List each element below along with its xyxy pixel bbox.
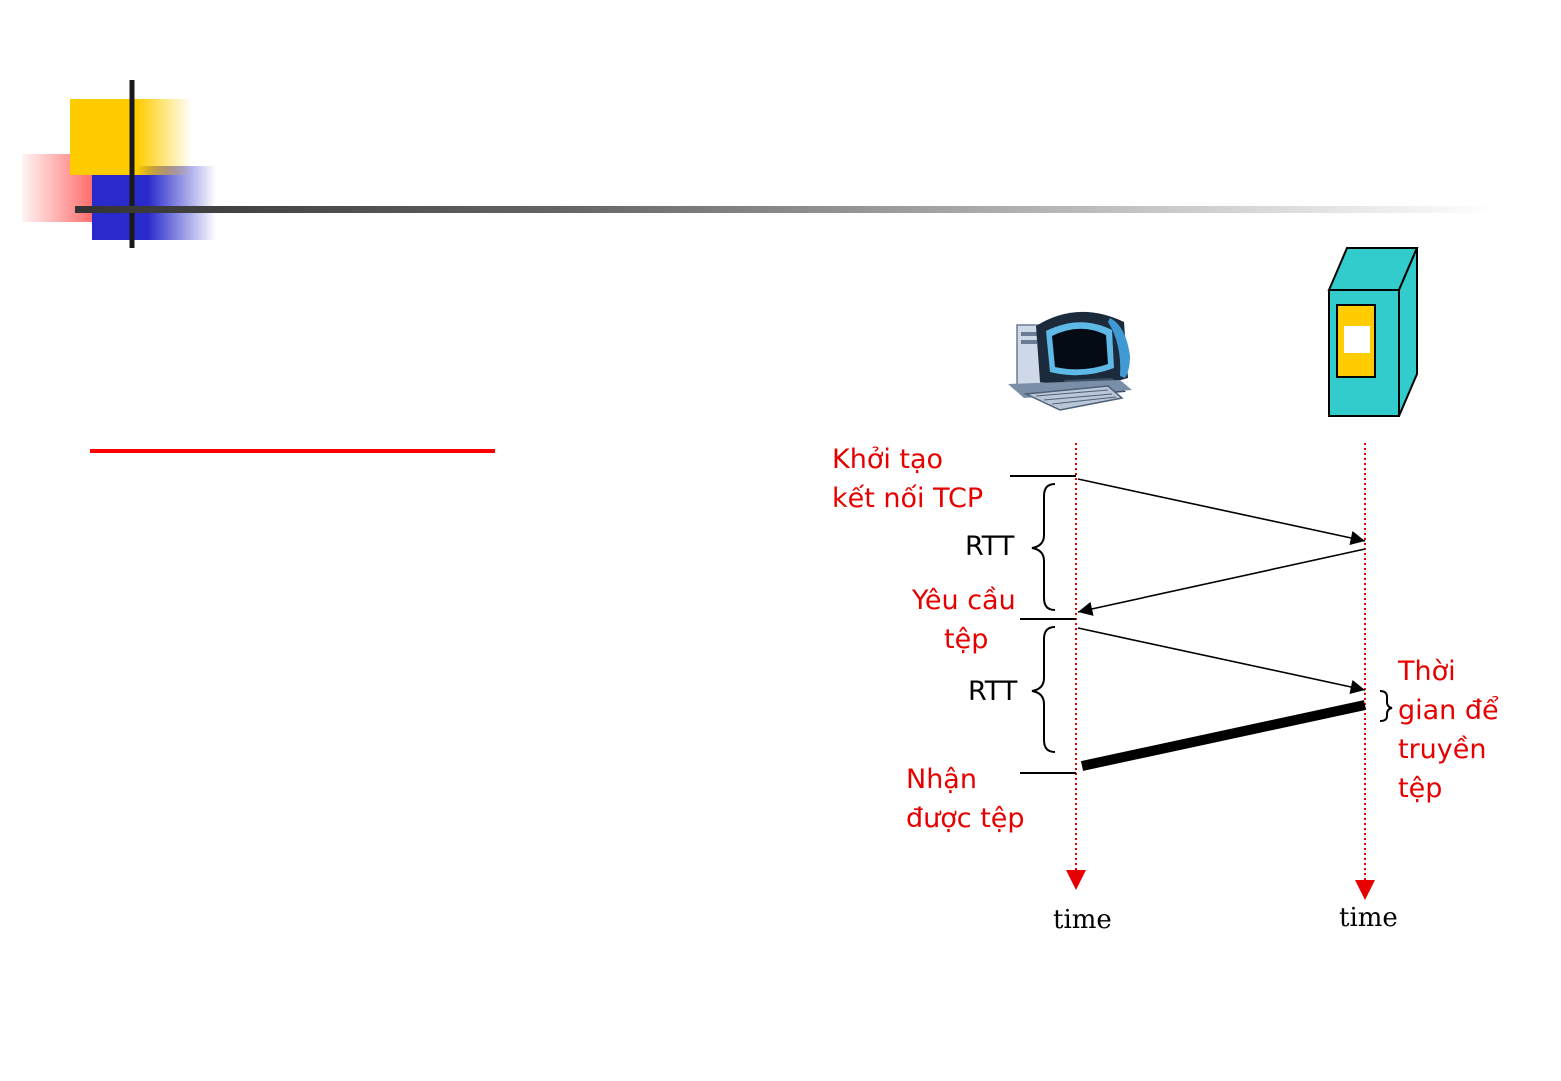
logo-blue-square <box>92 166 216 240</box>
time-label-client: time <box>1053 905 1112 935</box>
label-rtt-2: RTT <box>968 676 1018 707</box>
rtt-brace-1 <box>1032 484 1055 610</box>
label-received-line2: được tệp <box>906 803 1025 834</box>
request-arrow <box>1078 628 1365 690</box>
desktop-computer-icon <box>1008 312 1132 410</box>
slide-logo-decoration <box>22 80 216 248</box>
label-rtt-1: RTT <box>965 531 1015 562</box>
rtt-brace-2 <box>1032 627 1055 752</box>
label-transmit-line4: tệp <box>1398 773 1442 804</box>
server-tower-icon <box>1329 248 1417 416</box>
time-label-server: time <box>1339 903 1398 933</box>
label-init-line2: kết nối TCP <box>832 483 983 514</box>
synack-arrow <box>1078 549 1365 612</box>
transmit-brace <box>1380 691 1392 721</box>
label-transmit-line1: Thời <box>1397 656 1456 687</box>
label-transmit-line3: truyền <box>1398 734 1487 765</box>
file-transfer-bar <box>1082 705 1365 766</box>
label-transmit-line2: gian để <box>1398 695 1499 726</box>
label-request-line1: Yêu cầu <box>911 585 1016 616</box>
title-rule <box>75 206 1495 213</box>
label-received-line1: Nhận <box>906 764 977 795</box>
label-request-line2: tệp <box>944 624 988 655</box>
syn-arrow <box>1078 479 1365 541</box>
label-init-line1: Khởi tạo <box>832 444 943 475</box>
